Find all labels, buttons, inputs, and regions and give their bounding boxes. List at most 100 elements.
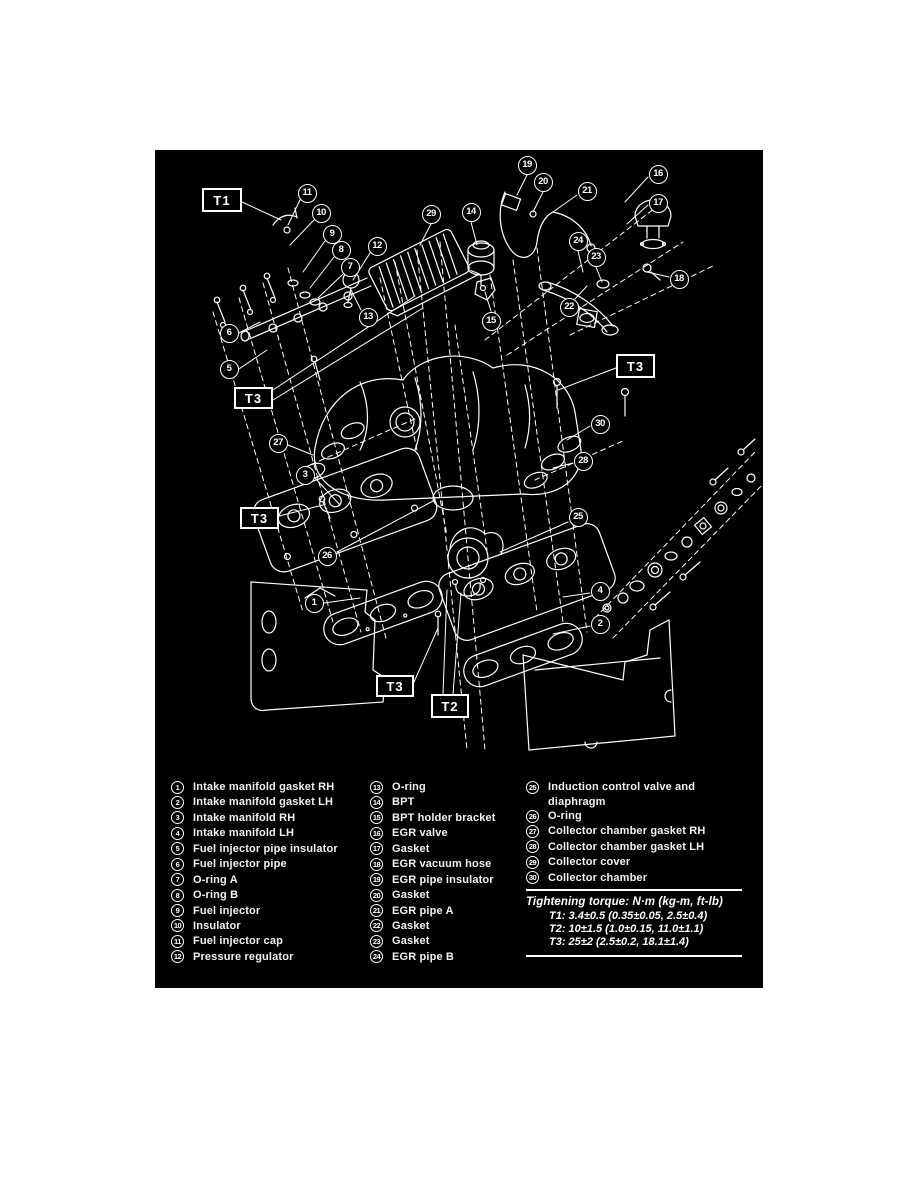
- legend-item-label: Induction control valve and diaphragm: [548, 781, 696, 808]
- legend-item-number: 2: [171, 795, 184, 809]
- legend-item-28: 28 Collector chamber gasket LH: [526, 840, 744, 855]
- callout-5: 5: [219, 359, 239, 379]
- callout-30: 30: [590, 414, 610, 434]
- legend-item-number: 28: [526, 840, 539, 854]
- intake-manifold-lh-art: [438, 523, 616, 641]
- egr-pipe-b-art: [538, 279, 619, 336]
- legend-item-number: 19: [370, 873, 383, 887]
- legend-item-number: 27: [526, 824, 539, 838]
- legend-item-label: Fuel injector cap: [193, 935, 283, 948]
- legend-item-number: 17: [370, 842, 383, 856]
- legend-item-number: 1: [171, 780, 184, 794]
- legend-item-13: 13 O-ring: [370, 780, 525, 795]
- legend-item-number: 29: [526, 855, 539, 869]
- legend-item-label: Gasket: [392, 842, 430, 855]
- legend-item-label: Gasket: [392, 935, 430, 948]
- callout-10: 10: [311, 203, 331, 223]
- legend-item-number: 16: [370, 826, 383, 840]
- callout-26: 26: [317, 546, 337, 566]
- o-ring-26-art: [432, 485, 474, 511]
- collector-cover-art: [368, 228, 481, 317]
- legend-item-label: BPT: [392, 796, 415, 809]
- legend-item-number: 13: [370, 780, 383, 794]
- legend-item-label: Pressure regulator: [193, 950, 294, 963]
- callout-15: 15: [481, 311, 501, 331]
- legend-item-number: 7: [171, 873, 184, 887]
- legend-item-number: 4: [171, 826, 184, 840]
- legend-item-number: 18: [370, 857, 383, 871]
- callout-13: 13: [358, 307, 378, 327]
- callout-9: 9: [322, 224, 342, 244]
- callout-29: 29: [421, 204, 441, 224]
- manifold-gasket-lh-art: [463, 622, 583, 688]
- callout-20: 20: [533, 172, 553, 192]
- legend-item-label: Collector chamber gasket LH: [548, 840, 705, 853]
- callout-6: 6: [219, 323, 239, 343]
- callout-16: 16: [648, 164, 668, 184]
- legend-item-label: Collector chamber gasket RH: [548, 825, 706, 838]
- legend-item-number: 12: [171, 950, 184, 964]
- callout-25: 25: [568, 507, 588, 527]
- torque-label-t3-2: T3: [240, 507, 279, 529]
- manifold-gasket-rh-art: [323, 580, 443, 646]
- callout-4: 4: [590, 581, 610, 601]
- legend-item-label: EGR pipe B: [392, 950, 455, 963]
- legend-item-2: 2 Intake manifold gasket LH: [171, 795, 366, 810]
- torque-bolts-art: [310, 355, 442, 636]
- legend-item-label: Insulator: [193, 919, 241, 932]
- legend-item-17: 17 Gasket: [370, 842, 525, 857]
- bpt-art: [467, 240, 496, 301]
- torque-label-t3-1: T3: [234, 387, 273, 409]
- legend-item-label: Gasket: [392, 919, 430, 932]
- fuel-injector-pipe-art: [213, 207, 372, 342]
- callout-8: 8: [331, 240, 351, 260]
- legend-item-label: O-ring B: [193, 889, 239, 902]
- callout-22: 22: [559, 297, 579, 317]
- legend-item-number: 25: [526, 780, 539, 794]
- legend-item-label: Gasket: [392, 889, 430, 902]
- torque-rows: T1: 3.4±0.5 (0.35±0.05, 2.5±0.4)T2: 10±1…: [526, 910, 742, 948]
- callout-1: 1: [304, 593, 324, 613]
- legend-item-number: 9: [171, 904, 184, 917]
- torque-table: Tightening torque: N·m (kg-m, ft-lb) T1:…: [526, 889, 742, 958]
- callout-18: 18: [669, 269, 689, 289]
- legend-item-number: 8: [171, 888, 184, 902]
- legend-item-label: Intake manifold gasket RH: [193, 781, 335, 793]
- legend-item-number: 6: [171, 857, 184, 871]
- legend-item-29: 29 Collector cover: [526, 855, 744, 870]
- legend-item-label: O-ring: [392, 781, 426, 793]
- callout-11: 11: [297, 183, 317, 203]
- legend-item-number: 22: [370, 919, 383, 933]
- legend-item-label: BPT holder bracket: [392, 811, 496, 824]
- legend-item-label: Collector cover: [548, 856, 631, 869]
- legend-item-number: 21: [370, 904, 383, 917]
- legend-item-8: 8 O-ring B: [171, 888, 366, 903]
- callout-24: 24: [568, 231, 588, 251]
- legend-item-label: Intake manifold gasket LH: [193, 796, 334, 809]
- callout-21: 21: [577, 181, 597, 201]
- callout-17: 17: [648, 193, 668, 213]
- torque-row-3: T3: 25±2 (2.5±0.2, 18.1±1.4): [549, 935, 689, 948]
- intake-manifold-rh-art: [252, 447, 438, 573]
